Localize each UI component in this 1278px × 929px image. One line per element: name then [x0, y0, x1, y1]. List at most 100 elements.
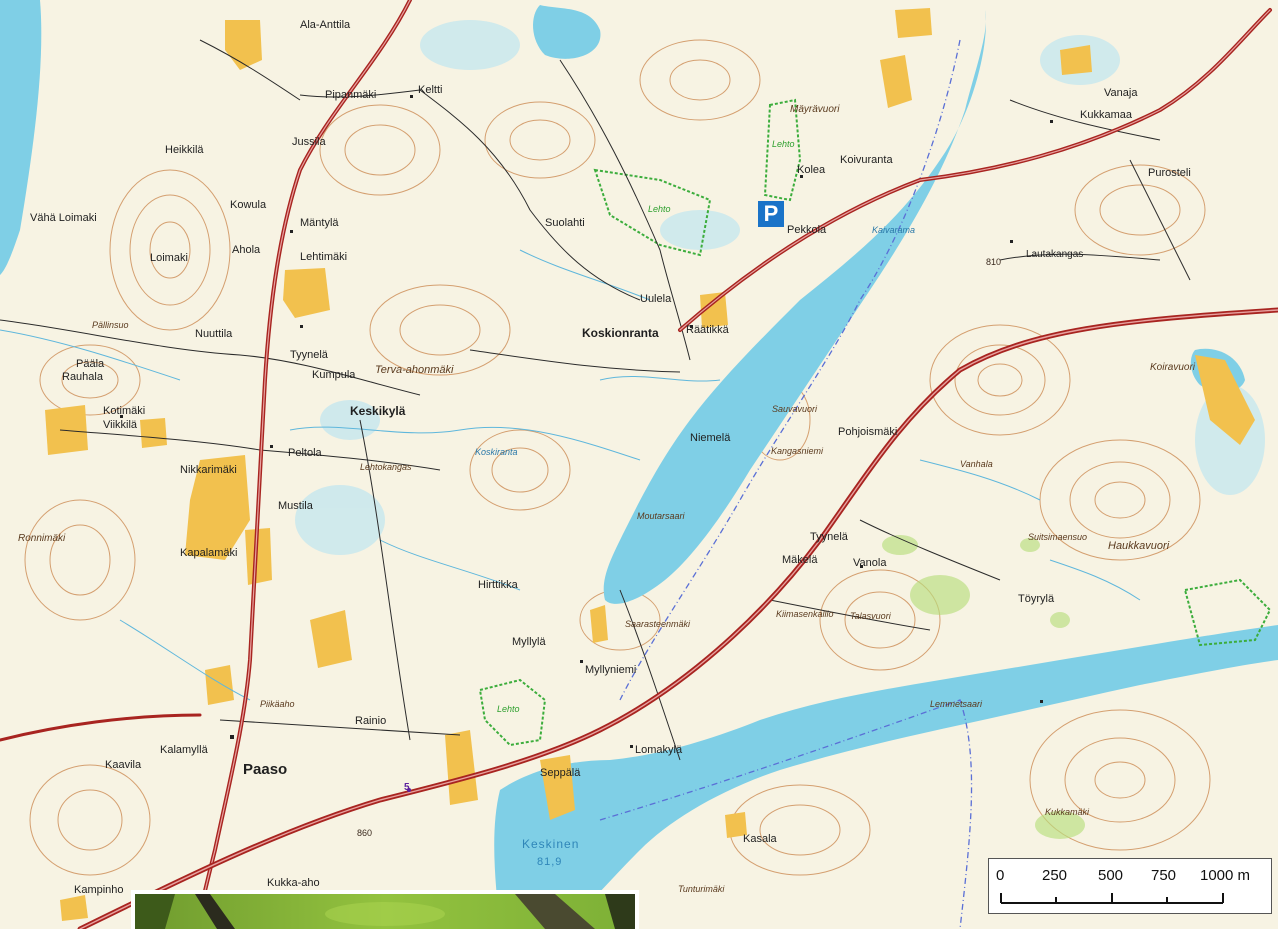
- label-jussila: Jussila: [292, 136, 326, 148]
- label-vanola: Vanola: [853, 557, 887, 569]
- label-kalamylla: Kalamyllä: [160, 744, 208, 756]
- streams: [0, 249, 1141, 701]
- label-rauhala: Rauhala: [62, 371, 103, 383]
- label-nikkarimaki: Nikkarimäki: [180, 464, 237, 476]
- label-myllyniemi: Myllyniemi: [585, 664, 637, 676]
- label-mayravuori: Mäyrävuori: [790, 104, 840, 115]
- label-kotimaki: Kotimäki: [103, 405, 146, 417]
- label-kangasniemi: Kangasniemi: [771, 446, 824, 456]
- inset-photo-image: [135, 894, 635, 929]
- label-keskikyla: Keskikylä: [350, 404, 406, 418]
- label-toyryla: Töyrylä: [1018, 593, 1055, 605]
- label-viikkila: Viikkilä: [103, 419, 138, 431]
- label-lomakyla: Lomakylä: [635, 744, 683, 756]
- label-keltti: Keltti: [418, 84, 443, 96]
- label-keskinen-level: 81,9: [537, 856, 563, 868]
- scale-tick-250: 250: [1042, 867, 1068, 884]
- label-road-5: 5: [404, 782, 410, 793]
- inset-photo[interactable]: [131, 890, 639, 929]
- label-peltola: Peltola: [288, 447, 322, 459]
- label-kukkamaki: Kukkamäki: [1045, 807, 1090, 817]
- label-seppala: Seppälä: [540, 767, 581, 779]
- label-kukka-aho: Kukka-aho: [267, 877, 320, 889]
- main-lake: [603, 10, 986, 604]
- label-hirttikka: Hirttikka: [478, 579, 518, 591]
- label-protected-3: Lehto: [497, 704, 520, 714]
- scale-tick-500: 500: [1098, 867, 1124, 884]
- label-ala-antila: Ala-Anttila: [300, 19, 351, 31]
- parking-icon[interactable]: P: [758, 201, 784, 227]
- label-makela: Mäkelä: [782, 554, 818, 566]
- west-lake: [0, 0, 42, 275]
- label-purosteli: Purosteli: [1148, 167, 1191, 179]
- label-vanaja: Vanaja: [1104, 87, 1138, 99]
- label-suolahti: Suolahti: [545, 217, 585, 229]
- label-koskiranta: Koskiranta: [475, 447, 518, 457]
- label-elevation-860: 860: [357, 828, 373, 838]
- label-loimaki: Loimaki: [150, 252, 188, 264]
- route-marker: [407, 788, 411, 792]
- label-lehtokangas: Lehtokangas: [360, 462, 412, 472]
- label-mustila: Mustila: [278, 500, 313, 512]
- label-haukkavuori: Haukkavuori: [1108, 540, 1170, 552]
- label-niemela: Niemelä: [690, 432, 731, 444]
- label-kolea: Kolea: [797, 164, 826, 176]
- label-paala: Pääla: [76, 358, 105, 370]
- green-patches: [882, 535, 1085, 839]
- label-lehtimaki: Lehtimäki: [300, 251, 348, 263]
- label-kiimasenkallio: Kiimasenkallio: [776, 609, 834, 619]
- protected-areas: [478, 98, 1272, 747]
- label-kaavila: Kaavila: [105, 759, 142, 771]
- label-mantyla: Mäntylä: [300, 217, 339, 229]
- label-tyynela-east: Tyynelä: [810, 531, 848, 543]
- label-elevation-810: 810: [986, 257, 1002, 267]
- label-kampinho: Kampinho: [74, 884, 124, 896]
- label-piikaaho: Piikäaho: [260, 699, 295, 709]
- label-lautakangas: Lautakangas: [1026, 249, 1084, 260]
- label-koiravuori: Koiravuori: [1150, 362, 1196, 373]
- label-vanhala: Vanhala: [960, 459, 993, 469]
- contour-lines: [24, 39, 1211, 876]
- scale-tick-750: 750: [1151, 867, 1177, 884]
- label-myllyla: Myllylä: [512, 636, 546, 648]
- label-kaivarama: Kaivarama: [872, 225, 916, 235]
- label-ronnimaki: Ronnimäki: [18, 533, 66, 544]
- label-sauvavuori: Sauvavuori: [772, 404, 818, 414]
- label-kukkamaa: Kukkamaa: [1080, 109, 1132, 121]
- label-rainio: Rainio: [355, 715, 387, 727]
- label-protected-1: Lehto: [648, 204, 671, 214]
- label-koivuranta: Koivuranta: [840, 154, 893, 166]
- label-kapalamaki: Kapalamäki: [180, 547, 238, 559]
- label-ahola: Ahola: [232, 244, 261, 256]
- label-paaso: Paaso: [243, 761, 288, 778]
- label-kumpula: Kumpula: [312, 369, 356, 381]
- label-vaha-loimaki: Vähä Loimaki: [30, 212, 97, 224]
- north-pond: [533, 5, 601, 59]
- label-terva-ahonmaki: Terva-ahonmäki: [375, 364, 454, 376]
- label-koskionranta: Koskionranta: [582, 326, 659, 340]
- label-pekkola: Pekkola: [787, 224, 827, 236]
- label-heikkila: Heikkilä: [165, 144, 204, 156]
- label-moutarsaari: Moutarsaari: [637, 511, 685, 521]
- label-keskinen: Keskinen: [522, 837, 580, 851]
- label-saarasteenmaki: Saarasteenmäki: [625, 619, 691, 629]
- label-uulela: Uulela: [640, 293, 672, 305]
- label-kowula: Kowula: [230, 199, 267, 211]
- minor-roads: [0, 39, 1191, 761]
- scale-tick-1000: 1000 m: [1200, 867, 1251, 884]
- label-pohjoismaki: Pohjoismäki: [838, 426, 898, 438]
- scale-bar-line: [1000, 893, 1224, 904]
- label-tunturimaki: Tunturimäki: [678, 884, 725, 894]
- label-lemmetsaari: Lemmetsaari: [930, 699, 983, 709]
- label-nuuttila: Nuuttila: [195, 328, 233, 340]
- label-pipanmaki: Pipanmäki: [325, 89, 377, 101]
- field-areas: [45, 8, 1255, 921]
- label-suitsimaensuo: Suitsimaensuo: [1028, 532, 1088, 542]
- label-talasvuori: Talasvuori: [850, 611, 891, 621]
- label-protected-2: Lehto: [772, 139, 795, 149]
- label-tyynela: Tyynelä: [290, 349, 328, 361]
- label-pallinsuo: Pällinsuo: [92, 320, 129, 330]
- label-kasala: Kasala: [743, 833, 777, 845]
